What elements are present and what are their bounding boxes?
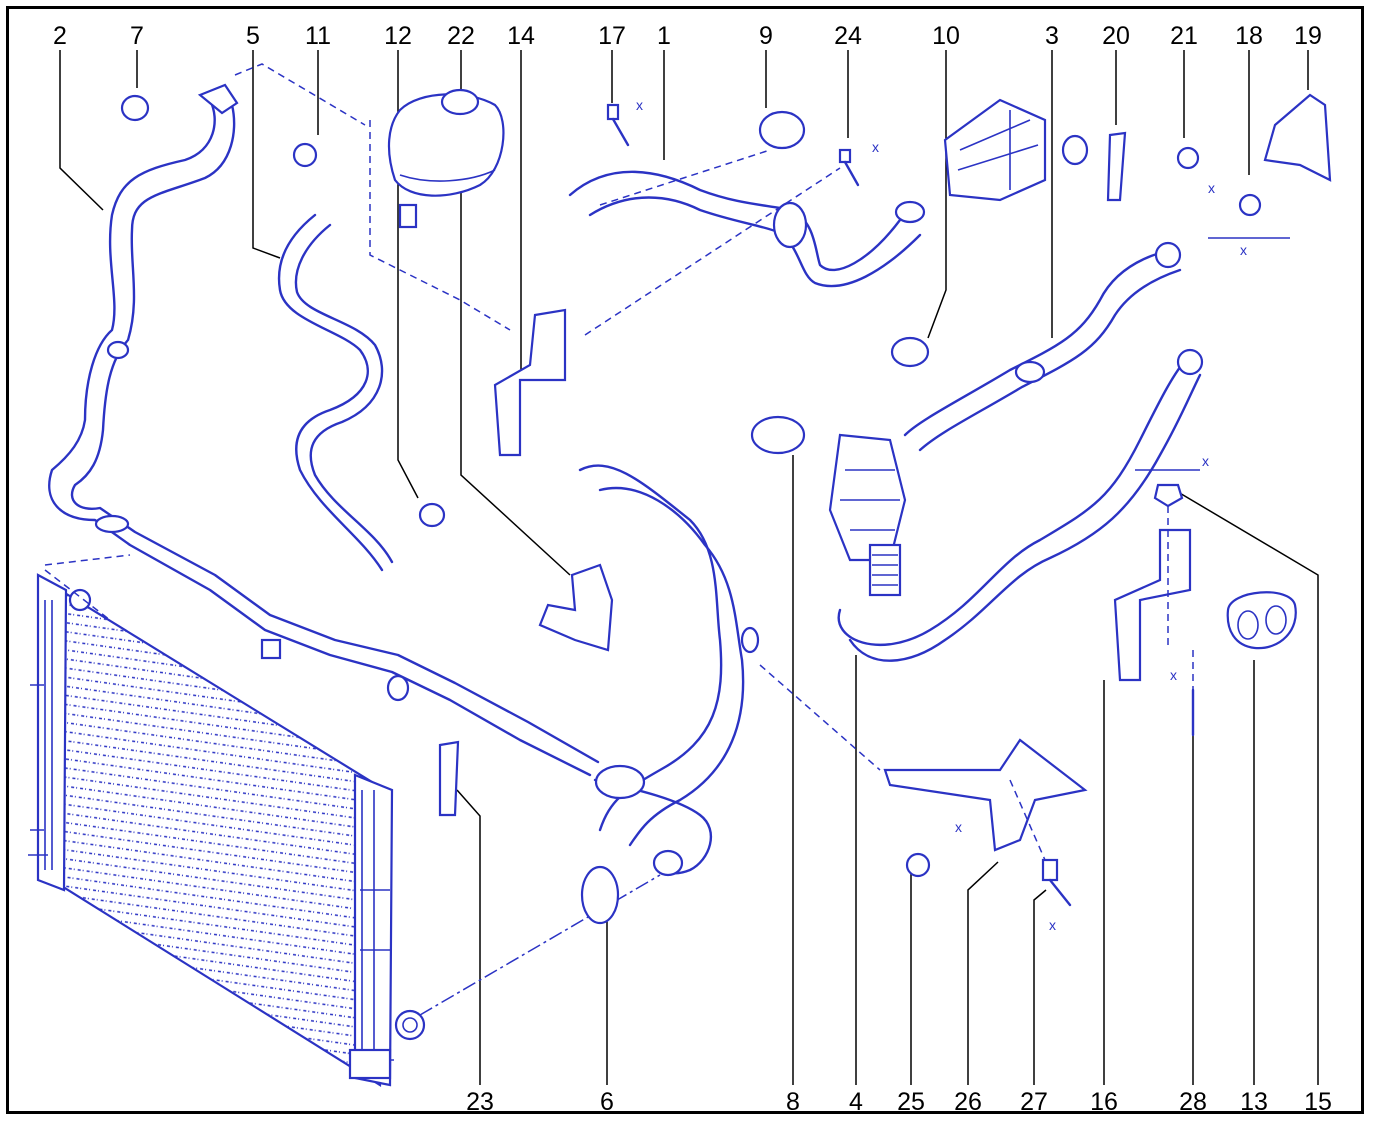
dimension-x-8: x	[1170, 667, 1177, 683]
callout-25: 25	[897, 1088, 925, 1116]
hose-1	[568, 98, 1089, 336]
callout-19: 19	[1294, 22, 1322, 50]
callout-10: 10	[932, 22, 960, 50]
callout-16: 16	[1090, 1088, 1118, 1116]
dimension-x-6: x	[955, 819, 962, 835]
callout-5: 5	[246, 22, 260, 50]
callout-20: 20	[1102, 22, 1130, 50]
callout-8: 8	[786, 1088, 800, 1116]
callout-27: 27	[1020, 1088, 1048, 1116]
thermostat-housing	[828, 433, 907, 597]
callout-22: 22	[447, 22, 475, 50]
callout-24: 24	[834, 22, 862, 50]
callout-17: 17	[598, 22, 626, 50]
callout-1: 1	[657, 22, 671, 50]
callout-3: 3	[1045, 22, 1059, 50]
leader-lines	[59, 50, 1319, 1085]
dimension-x-3: x	[1208, 180, 1215, 196]
callout-6: 6	[600, 1088, 614, 1116]
fasteners	[606, 103, 1262, 907]
dimension-x-1: x	[1202, 453, 1209, 469]
radiator	[28, 554, 426, 1087]
callout-7: 7	[130, 22, 144, 50]
hose-2	[48, 83, 600, 777]
callout-4: 4	[849, 1088, 863, 1116]
callout-28: 28	[1179, 1088, 1207, 1116]
callout-15: 15	[1304, 1088, 1332, 1116]
callout-14: 14	[507, 22, 535, 50]
dimension-marks: x x x x x x x x	[636, 97, 1290, 933]
dimension-x-7: x	[1049, 917, 1056, 933]
callout-13: 13	[1240, 1088, 1268, 1116]
dimension-x-2: x	[1240, 242, 1247, 258]
hose-clamps	[120, 94, 1297, 925]
callout-12: 12	[384, 22, 412, 50]
hose-4	[837, 348, 1204, 662]
hose-3	[903, 241, 1182, 452]
diagram-frame	[6, 6, 1364, 1114]
callout-18: 18	[1235, 22, 1263, 50]
callout-11: 11	[305, 22, 331, 50]
hose-5	[277, 213, 394, 572]
callout-26: 26	[954, 1088, 982, 1116]
dimension-x-4: x	[636, 97, 643, 113]
callout-2: 2	[53, 22, 67, 50]
brackets	[438, 93, 1332, 852]
dimension-x-5: x	[872, 139, 879, 155]
callout-23: 23	[466, 1088, 494, 1116]
hose-8	[419, 464, 760, 1016]
callout-21: 21	[1170, 22, 1198, 50]
callout-9: 9	[759, 22, 773, 50]
expansion-tank	[234, 63, 511, 331]
